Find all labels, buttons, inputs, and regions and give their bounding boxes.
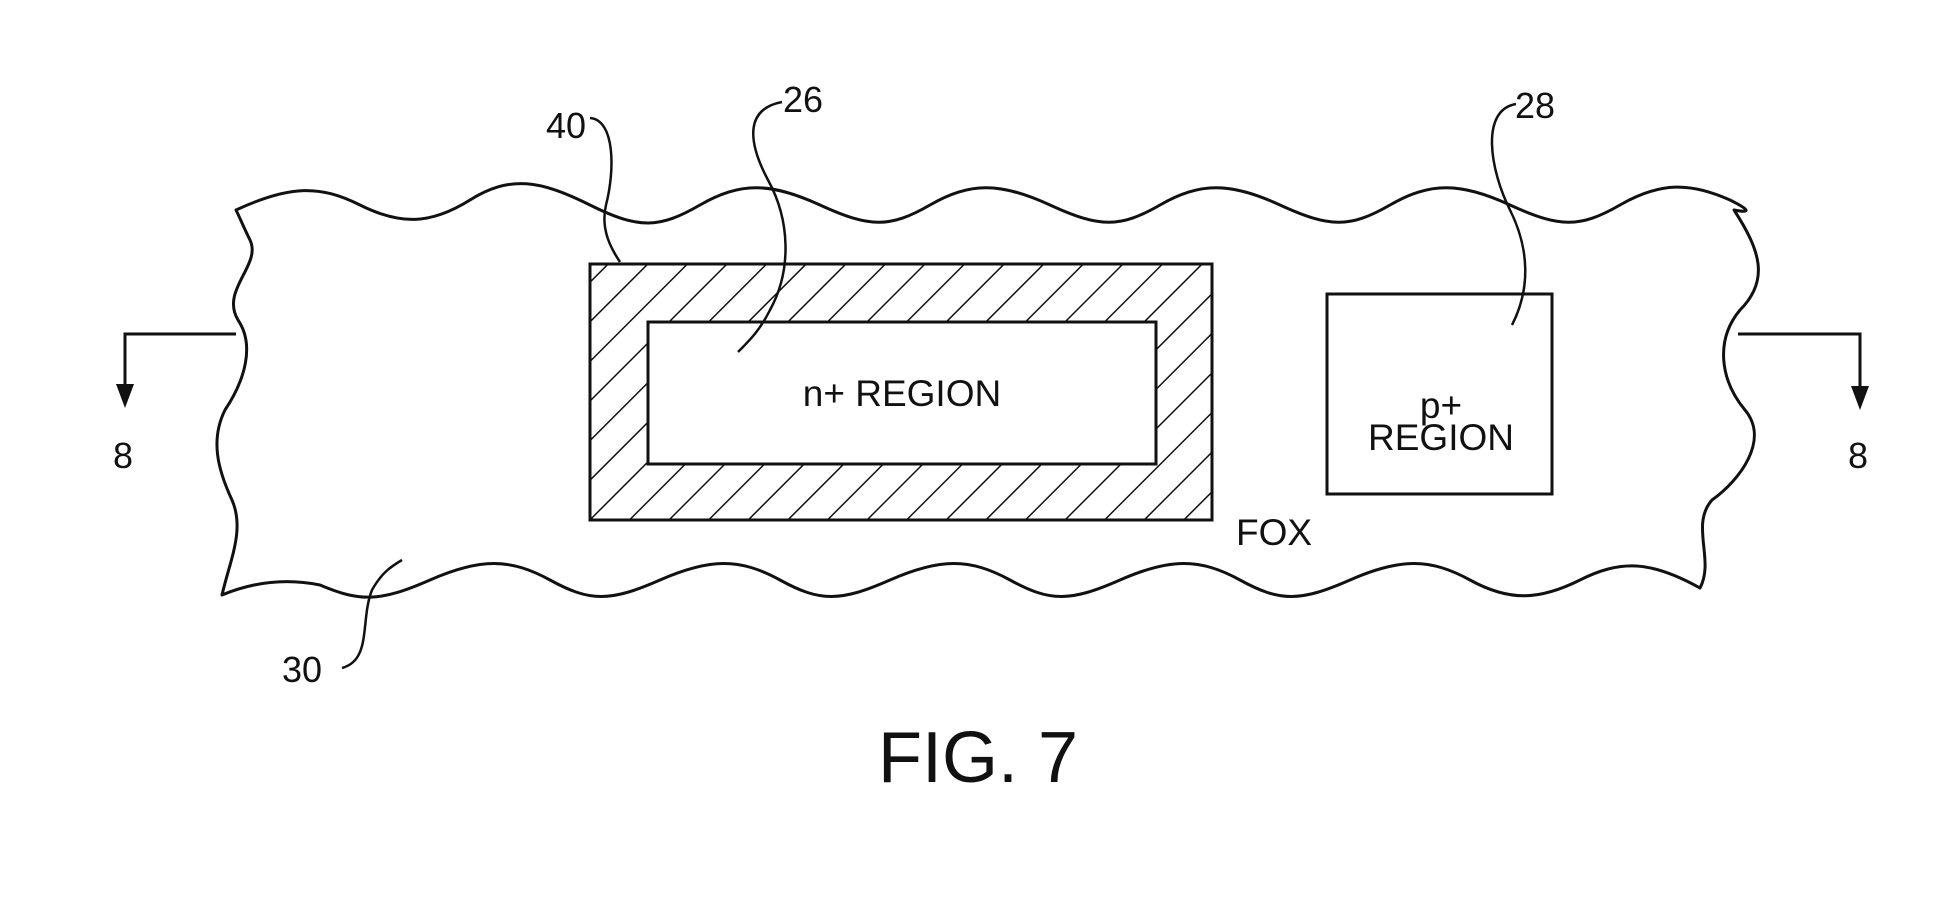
section-line-right bbox=[1738, 334, 1860, 390]
reference-26: 26 bbox=[783, 79, 823, 120]
section-line-left bbox=[125, 334, 236, 388]
reference-28: 28 bbox=[1515, 85, 1555, 126]
section-label-left: 8 bbox=[113, 435, 133, 476]
fox-label: FOX bbox=[1236, 512, 1312, 553]
figure-title: FIG. 7 bbox=[878, 718, 1078, 798]
p-plus-region-label-line2: REGION bbox=[1368, 417, 1514, 458]
reference-30: 30 bbox=[282, 649, 322, 690]
reference-40: 40 bbox=[546, 105, 586, 146]
leader-40 bbox=[590, 118, 620, 262]
section-arrow-left-icon bbox=[116, 384, 134, 408]
n-plus-region-label: n+ REGION bbox=[803, 373, 1001, 414]
leader-28 bbox=[1492, 104, 1525, 325]
section-label-right: 8 bbox=[1848, 435, 1868, 476]
leader-30 bbox=[342, 560, 402, 668]
section-arrow-right-icon bbox=[1851, 386, 1869, 410]
